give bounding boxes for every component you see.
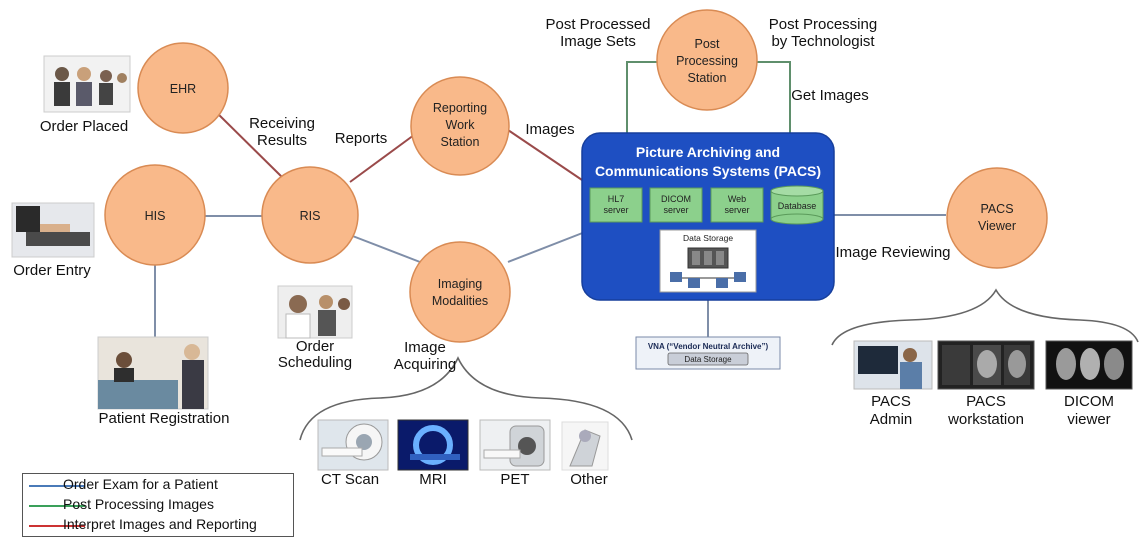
legend-item-post: Post Processing Images [23,495,293,515]
label-receiving: Receiving [249,115,315,132]
node-ris: RIS [261,166,359,264]
web-line2: server [724,205,749,215]
dicom-viewer-image [1045,340,1133,390]
node-ehr: EHR [137,42,229,134]
node-imaging-line2: Modalities [432,294,488,308]
node-reporting-line1: Reporting [433,101,487,115]
line-reporting-pacs [507,129,586,183]
viewer-line1-2: DICOM [1064,393,1114,410]
database-icon: Database [770,185,824,225]
pacs-workstation-image [937,340,1035,390]
label-post-by-tech-2: by Technologist [771,33,875,50]
label-get-images: Get Images [791,87,869,104]
ct-scan-image [317,419,389,471]
node-pacs-viewer: PACS Viewer [946,167,1048,269]
legend-label-order: Order Exam for a Patient [63,476,218,492]
line-ris-imaging [349,234,421,263]
legend-label-interpret: Interpret Images and Reporting [63,516,257,532]
label-reports: Reports [335,130,388,147]
label-image-reviewing: Image Reviewing [835,244,950,261]
data-storage-label: Data Storage [683,233,733,243]
legend-label-post: Post Processing Images [63,496,214,512]
viewer-line2-0: Admin [870,411,913,428]
database-label: Database [778,201,817,211]
scheduling-photo [277,285,353,339]
label-acquiring: Acquiring [394,356,457,373]
hl7-line2: server [603,205,628,215]
registration-photo [97,336,209,410]
label-post-processed-1: Post Processed [545,16,650,33]
node-pacs-viewer-line1: PACS [980,202,1013,216]
caption-scheduling: Scheduling [278,354,352,371]
vna-storage: Data Storage [684,355,732,364]
line-ehr-ris [211,107,286,181]
node-postproc-line2: Processing [676,54,738,68]
pet-image [479,419,551,471]
viewer-line1-0: PACS [871,393,911,410]
other-equipment-image [561,421,609,471]
node-ris-label: RIS [300,209,321,223]
viewer-line1-1: PACS [966,393,1006,410]
legend-item-interpret: Interpret Images and Reporting [23,515,293,535]
node-imaging-line1: Imaging [438,277,483,291]
legend: Order Exam for a Patient Post Processing… [22,473,294,537]
vna-title: VNA (“Vendor Neutral Archive”) [648,342,769,351]
line-ris-reporting [349,134,415,183]
line-imaging-pacs [507,231,586,263]
node-reporting: Reporting Work Station [410,76,510,176]
dicom-line2: server [663,205,688,215]
node-his: HIS [104,164,206,266]
modality-label-2: PET [500,471,529,488]
pacs-box: Picture Archiving and Communications Sys… [581,132,835,301]
caption-order-placed: Order Placed [40,118,128,135]
brace-viewers [831,288,1139,346]
call-center-photo [43,55,131,113]
legend-line-interpret [29,525,85,527]
node-reporting-line3: Station [441,135,480,149]
line-pacs-postproc-left [626,61,660,135]
node-postproc: Post Processing Station [656,9,758,111]
label-image: Image [404,339,446,356]
caption-order-entry: Order Entry [13,262,91,279]
node-his-label: HIS [145,209,166,223]
vna-box: VNA (“Vendor Neutral Archive”) Data Stor… [635,336,781,370]
pacs-title-line1: Picture Archiving and [636,144,780,160]
label-post-by-tech-1: Post Processing [769,16,877,33]
hl7-line1: HL7 [608,194,625,204]
legend-item-order: Order Exam for a Patient [23,475,293,495]
pacs-title-line2: Communications Systems (PACS) [595,163,821,179]
modality-label-1: MRI [419,471,447,488]
storage-network-icon [670,247,746,288]
pacs-admin-image [853,340,933,390]
legend-line-post [29,505,85,507]
legend-line-order [29,485,85,487]
modality-label-3: Other [570,471,608,488]
label-images: Images [525,121,574,138]
web-line1: Web [728,194,746,204]
dicom-line1: DICOM [661,194,691,204]
caption-patient-registration: Patient Registration [99,410,230,427]
viewer-line2-2: viewer [1067,411,1110,428]
mri-image [397,419,469,471]
keyboard-photo [11,202,95,258]
label-post-processed-2: Image Sets [560,33,636,50]
node-imaging: Imaging Modalities [409,241,511,343]
node-postproc-line3: Station [688,71,727,85]
node-postproc-line1: Post [694,37,720,51]
connector-lines [154,61,946,338]
node-ehr-label: EHR [170,82,196,96]
node-pacs-viewer-line2: Viewer [978,219,1016,233]
label-results: Results [257,132,307,149]
viewer-line2-1: workstation [947,411,1024,428]
modality-label-0: CT Scan [321,471,379,488]
line-pacs-postproc-right [754,61,791,135]
caption-order: Order [296,338,334,355]
brace-modalities [299,356,633,441]
node-reporting-line2: Work [446,118,476,132]
